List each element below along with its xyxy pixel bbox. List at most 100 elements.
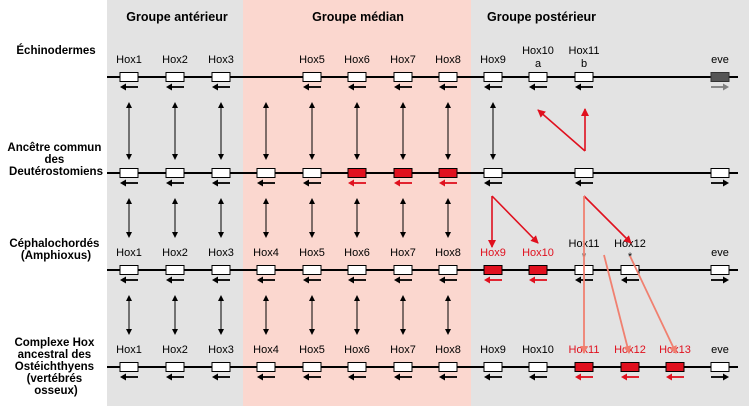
- gene-hox7: Hox7: [390, 344, 416, 381]
- gene-hox9: Hox9: [480, 247, 506, 284]
- gene-sublabel: a: [535, 58, 542, 70]
- orientation-arrow: [166, 179, 184, 187]
- gene-box: [574, 362, 594, 372]
- gene-hox5: Hox5: [299, 247, 325, 284]
- gene-label: Hox5: [299, 344, 325, 356]
- gene-label: Hox3: [208, 247, 234, 259]
- gene-hox1: Hox1: [116, 54, 142, 91]
- gene-box: [119, 265, 139, 275]
- orientation-arrow: [257, 276, 275, 284]
- gene-hox3: Hox3: [208, 247, 234, 284]
- orientation-arrow: [212, 83, 230, 91]
- gene-label: Hox2: [162, 54, 188, 66]
- orientation-arrow: [575, 373, 593, 381]
- orientation-arrow: [257, 179, 275, 187]
- orientation-arrow: [575, 179, 593, 187]
- gene-box: [165, 265, 185, 275]
- orientation-arrow: [711, 179, 729, 187]
- orientation-arrow: [529, 276, 547, 284]
- gene-hox1: Hox1: [116, 247, 142, 284]
- orientation-arrow: [394, 83, 412, 91]
- gene-hox9: Hox9: [480, 344, 506, 381]
- orientation-arrow: [166, 373, 184, 381]
- orientation-arrow: [303, 373, 321, 381]
- gene-box: [119, 362, 139, 372]
- gene-label: Hox1: [116, 344, 142, 356]
- gene-label: eve: [711, 344, 729, 356]
- row-label-echinodermes: Échinodermes: [16, 44, 95, 57]
- gene-box: [438, 72, 458, 82]
- orientation-arrow: [394, 179, 412, 187]
- gene-box: [483, 168, 503, 178]
- gene-hox1: Hox1: [116, 344, 142, 381]
- orientation-arrow: [212, 179, 230, 187]
- gene-eve: [710, 168, 730, 187]
- gene-eve: eve: [710, 344, 730, 381]
- gene-box: [393, 265, 413, 275]
- band-posterior: [471, 0, 749, 406]
- gene-label: Hox8: [435, 247, 461, 259]
- gene-hox4: Hox4: [253, 247, 279, 284]
- orientation-arrow: [484, 373, 502, 381]
- gene-hox4: Hox4: [253, 344, 279, 381]
- gene-label: Hox4: [253, 247, 279, 259]
- gene-box: [256, 168, 276, 178]
- gene-hox1: [119, 168, 139, 187]
- transfer-arrows: [488, 108, 677, 354]
- gene-box: [620, 362, 640, 372]
- gene-box: [393, 362, 413, 372]
- gene-hox8: Hox8: [435, 247, 461, 284]
- gene-label: eve: [711, 247, 729, 259]
- gene-box: [438, 168, 458, 178]
- group-title-anterior: Groupe antérieur: [126, 10, 228, 24]
- gene-box: [665, 362, 685, 372]
- gene-box: [165, 362, 185, 372]
- gene-box: [165, 168, 185, 178]
- orientation-arrow: [439, 373, 457, 381]
- gene-box: [710, 72, 730, 82]
- gene-box: [393, 168, 413, 178]
- gene-hox3: Hox3: [208, 54, 234, 91]
- orientation-arrow: [621, 373, 639, 381]
- orientation-arrow: [711, 83, 729, 91]
- orientation-arrow: [711, 373, 729, 381]
- gene-label: Hox3: [208, 344, 234, 356]
- gene-box: [528, 265, 548, 275]
- orientation-arrow: [484, 83, 502, 91]
- orientation-arrow: [529, 83, 547, 91]
- gene-label: Hox7: [390, 344, 416, 356]
- gene-label: Hox12: [614, 344, 646, 356]
- orientation-arrow: [120, 276, 138, 284]
- row-label-cephalochordes: Céphalochordés (Amphioxus): [9, 238, 102, 262]
- gene-box: [165, 72, 185, 82]
- gene-box: [119, 72, 139, 82]
- gene-label: Hox1: [116, 247, 142, 259]
- gene-hox8: Hox8: [435, 344, 461, 381]
- gene-box: [211, 265, 231, 275]
- gene-box: [211, 362, 231, 372]
- gene-box: [347, 72, 367, 82]
- gene-hox10: Hox10: [522, 247, 554, 284]
- gene-eve: eve: [710, 247, 730, 284]
- orientation-arrow: [166, 276, 184, 284]
- row-label-ancetre: Ancêtre commun des Deutérostomiens: [7, 142, 104, 178]
- gene-label: Hox7: [390, 54, 416, 66]
- gene-box: [483, 72, 503, 82]
- gene-box: [710, 168, 730, 178]
- gene-hox6: Hox6: [344, 344, 370, 381]
- orientation-arrow: [439, 276, 457, 284]
- gene-box: [438, 362, 458, 372]
- gene-label: Hox3: [208, 54, 234, 66]
- orientation-arrow: [711, 276, 729, 284]
- orientation-arrow: [212, 276, 230, 284]
- gene-hox8: Hox8: [435, 54, 461, 91]
- group-title-median: Groupe médian: [312, 10, 404, 24]
- gene-hox6: Hox6: [344, 247, 370, 284]
